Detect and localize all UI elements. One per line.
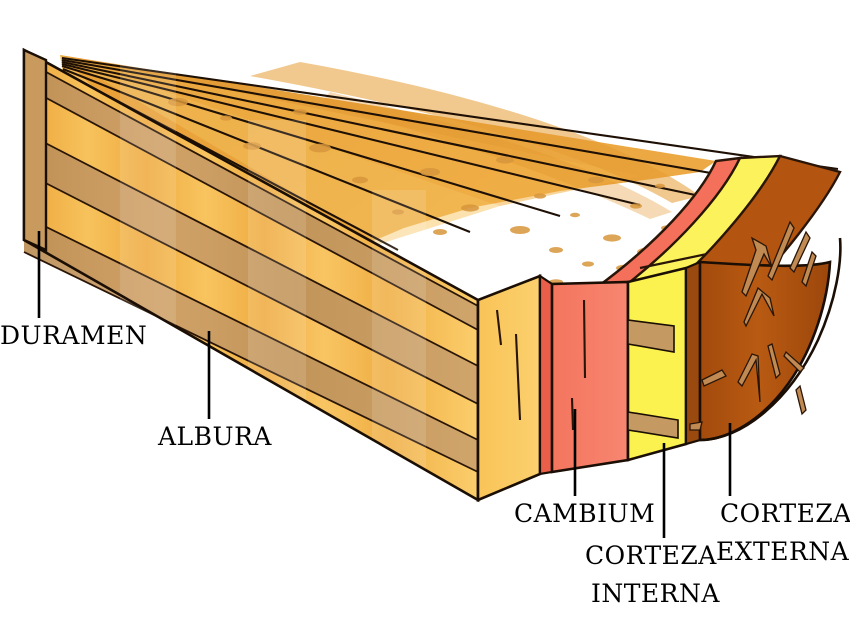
bark-fissures bbox=[689, 220, 817, 431]
end-cambium-top-sliver bbox=[538, 273, 554, 476]
label-corteza-externa-line1: CORTEZA bbox=[720, 499, 850, 528]
label-corteza-externa-line2: EXTERNA bbox=[716, 537, 850, 566]
label-duramen: DURAMEN bbox=[0, 321, 148, 350]
label-cambium: CAMBIUM bbox=[514, 499, 656, 528]
front-ray-bands bbox=[24, 60, 478, 472]
leader-lines bbox=[37, 231, 732, 538]
end-inner-bark-inclusions bbox=[627, 319, 679, 439]
top-growth-shading-2 bbox=[320, 92, 672, 219]
label-albura: ALBURA bbox=[158, 422, 272, 451]
left-end-heartwood-edge bbox=[22, 48, 48, 252]
label-corteza-interna-line1: CORTEZA bbox=[585, 541, 717, 570]
end-sapwood-face bbox=[476, 274, 542, 502]
end-sapwood-cracks bbox=[495, 309, 522, 421]
front-ray-outlines bbox=[23, 59, 479, 473]
front-face bbox=[22, 47, 480, 520]
end-outer-bark-edge bbox=[684, 260, 702, 446]
end-cambium-cracks bbox=[570, 299, 587, 431]
end-outer-bark-silhouette bbox=[699, 237, 842, 442]
top-growth-shading bbox=[250, 62, 700, 203]
end-cambium-face bbox=[550, 280, 630, 474]
label-corteza-interna-line2: INTERNA bbox=[591, 579, 720, 608]
front-light-bands bbox=[120, 60, 426, 520]
